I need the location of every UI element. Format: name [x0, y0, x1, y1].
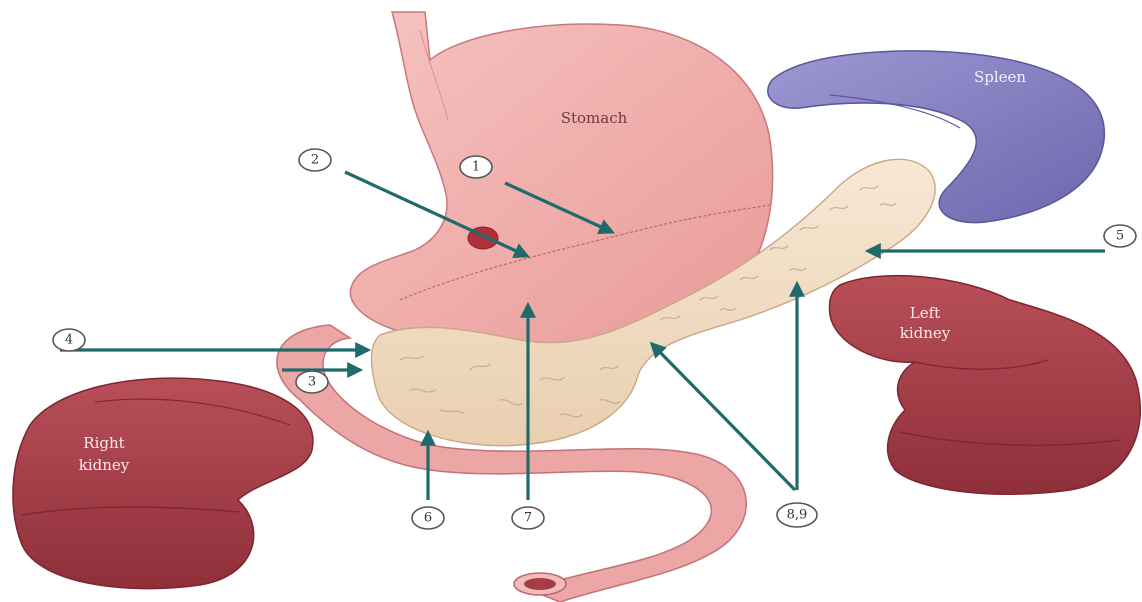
left-kidney: Left kidney — [829, 276, 1140, 495]
right-kidney: Right kidney — [13, 378, 313, 588]
svg-text:4: 4 — [65, 333, 73, 348]
left-kidney-label-line2: kidney — [900, 324, 951, 342]
marker-1: 1 — [460, 156, 492, 178]
right-kidney-label-line2: kidney — [79, 456, 130, 474]
marker-5: 5 — [1104, 225, 1136, 247]
spleen-label: Spleen — [974, 68, 1026, 86]
svg-text:1: 1 — [472, 160, 480, 175]
marker-6: 6 — [412, 507, 444, 529]
marker-3: 3 — [296, 371, 328, 393]
marker-7: 7 — [512, 507, 544, 529]
right-kidney-label-line1: Right — [83, 434, 124, 452]
left-kidney-label-line1: Left — [910, 304, 940, 322]
stomach-label: Stomach — [561, 109, 628, 127]
svg-text:3: 3 — [308, 375, 316, 390]
svg-text:5: 5 — [1116, 229, 1124, 244]
svg-text:7: 7 — [524, 511, 532, 526]
svg-text:2: 2 — [311, 153, 319, 168]
spleen: Spleen — [768, 51, 1105, 223]
svg-text:8,9: 8,9 — [787, 508, 808, 523]
marker-8-9: 8,9 — [777, 503, 817, 527]
svg-text:6: 6 — [424, 511, 432, 526]
marker-4: 4 — [53, 329, 85, 351]
marker-2: 2 — [299, 149, 331, 171]
